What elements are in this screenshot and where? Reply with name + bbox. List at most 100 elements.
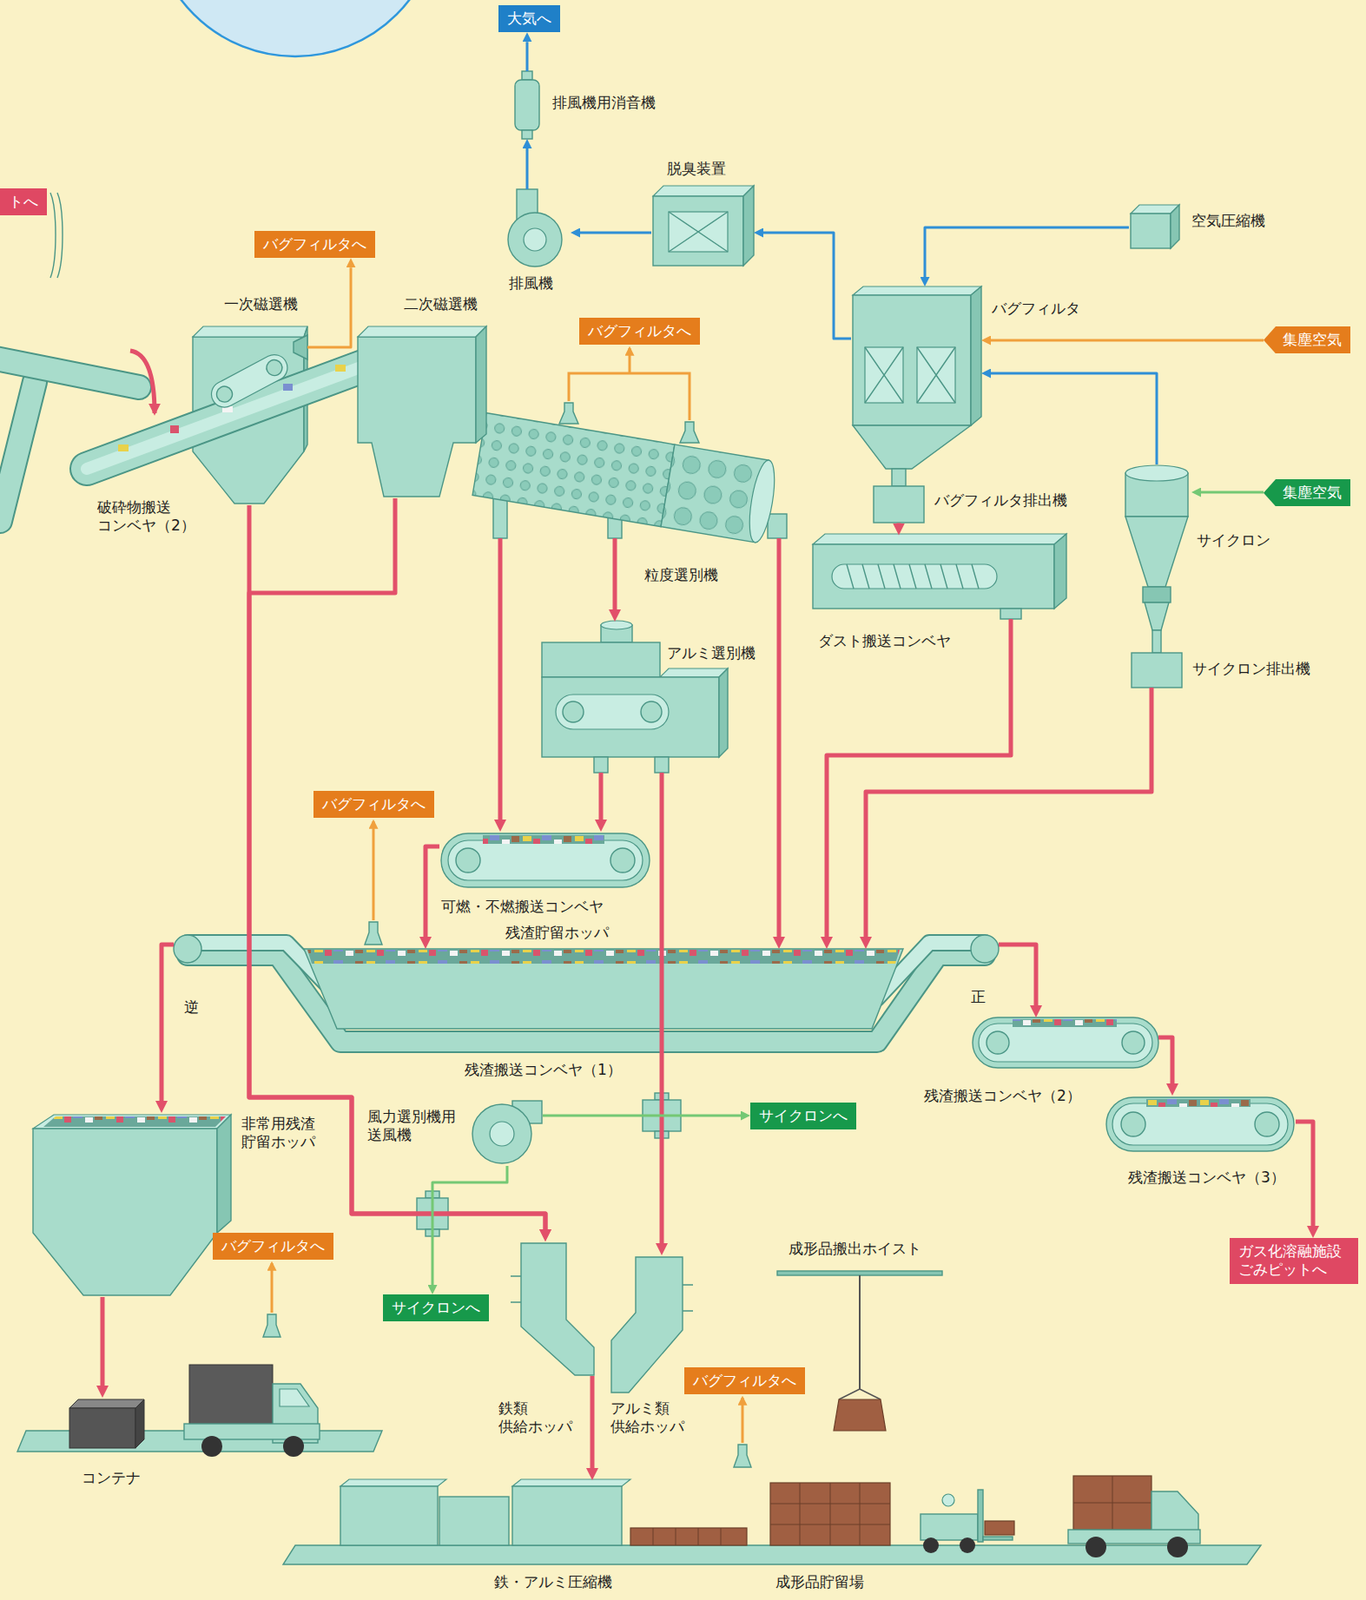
- compaction-line: [1167, 1537, 1188, 1558]
- aluminum-separator-body: [600, 620, 633, 630]
- belt-conveyor-body: [441, 833, 650, 888]
- equipment-label: 破砕物搬送 コンベヤ（2）: [97, 498, 212, 536]
- compaction-line: [283, 1545, 1261, 1565]
- bracket-line: [50, 192, 56, 278]
- dust-hood: [679, 422, 700, 443]
- bag-filter-body: [852, 425, 971, 469]
- belt-conveyor-body: [972, 1017, 1159, 1069]
- silencer-body: [514, 71, 540, 139]
- dust-hood: [568, 373, 690, 421]
- destination-tag: サイクロンへ: [382, 1294, 489, 1322]
- container-yard: [189, 1365, 273, 1428]
- compaction-line: [1085, 1537, 1107, 1558]
- equipment-label: バグフィルタ: [991, 299, 1081, 318]
- hoist-body: [838, 1389, 881, 1400]
- trommel-drum: [472, 413, 779, 545]
- flow-arrow: [542, 1115, 741, 1118]
- cyclone-body: [1131, 653, 1182, 688]
- flow-arrow: [1201, 491, 1264, 495]
- sky-circle: [151, 0, 439, 57]
- destination-tag: ガス化溶融施設 ごみピットへ: [1229, 1238, 1359, 1285]
- feed-hopper-body: [611, 1257, 683, 1393]
- deodorizer-body: [668, 211, 728, 252]
- flow-arrow: [826, 619, 1011, 938]
- cyclone-body: [1142, 587, 1171, 603]
- equipment-label: 非常用残渣 貯留ホッパ: [241, 1115, 332, 1153]
- bag-filter-body: [852, 286, 982, 296]
- bag-filter-body: [864, 347, 904, 403]
- flow-arrow: [580, 231, 652, 235]
- compressor-body: [1130, 213, 1171, 249]
- exhaust-fan: 排風機: [508, 189, 571, 268]
- compaction-line: [283, 1476, 1261, 1565]
- compressor-body: [1130, 204, 1180, 249]
- flow-arrow: [526, 148, 529, 190]
- bag-filter-body: [891, 468, 906, 487]
- feed-hopper-body: [510, 1243, 693, 1393]
- dust-hood: [364, 922, 383, 945]
- container-yard: [201, 1436, 223, 1458]
- discharger: バグフィルタ排出機: [873, 486, 924, 523]
- destination-tag: サイクロンへ: [750, 1102, 857, 1130]
- deodorizer-body: [668, 211, 728, 252]
- compaction-line: [770, 1483, 891, 1546]
- tag-shape: [1263, 326, 1351, 354]
- residue-conveyor-body: [307, 950, 900, 964]
- aluminum-separator: アルミ選別機: [540, 621, 728, 773]
- screw-conveyor-body: [1000, 608, 1022, 620]
- dust-hood: [263, 1263, 281, 1338]
- belt-conveyor-body: [986, 1031, 1010, 1055]
- feed-hopper-body: [510, 1276, 522, 1303]
- compaction-line: [984, 1521, 1015, 1536]
- flow-arrow: [763, 232, 852, 339]
- flow-arrow: [432, 1166, 508, 1286]
- aluminum-separator-body: [555, 694, 669, 730]
- magnetic-separator-body: [357, 326, 487, 337]
- belt-conveyor: 残渣搬送コンベヤ（3）: [1104, 1095, 1296, 1154]
- blower-body: [489, 1121, 515, 1147]
- equipment-label: アルミ類 供給ホッパ: [610, 1399, 694, 1438]
- destination-tag: バグフィルタへ: [313, 791, 435, 819]
- belt-conveyor-body: [455, 848, 481, 873]
- residue-conveyor-body: [303, 949, 904, 1030]
- feed-hopper-body: [682, 1285, 693, 1312]
- direction-label: 逆: [184, 998, 199, 1017]
- compaction-line: [942, 1494, 955, 1507]
- aluminum-separator-body: [659, 668, 728, 678]
- aluminum-separator-body: [654, 757, 669, 773]
- residue-hopper: 残渣貯留ホッパ: [302, 949, 904, 1030]
- crushed-material-conveyor: [335, 364, 346, 372]
- equipment-label: 排風機: [508, 274, 554, 293]
- equipment-label: サイクロン: [1196, 531, 1271, 550]
- equipment-label: 残渣搬送コンベヤ（2）: [923, 1087, 1082, 1106]
- intake-conveyor: [0, 357, 139, 388]
- magnetic-separator-body: [192, 326, 308, 337]
- bracket-line: [57, 192, 63, 278]
- compaction-line: [512, 1486, 622, 1546]
- flow-arrow: [990, 373, 1157, 465]
- container-yard: [283, 1436, 304, 1458]
- flow-arrow: [897, 521, 902, 527]
- fan-body: [508, 189, 562, 267]
- compaction-line: [653, 1528, 721, 1546]
- compressor-body: [1170, 204, 1180, 249]
- equipment-label: バグフィルタ排出機: [934, 491, 1068, 510]
- container-yard: [184, 1424, 320, 1440]
- belt-conveyor-body: [1012, 1019, 1117, 1028]
- bracket-line: [50, 192, 63, 278]
- aluminum-separator-body: [541, 642, 660, 678]
- deodorizer-body: [653, 185, 754, 197]
- trommel-drum: [745, 458, 780, 545]
- dust-hood: [270, 1263, 274, 1314]
- flow-arrow: [1295, 1121, 1314, 1227]
- bag-filter-body: [864, 347, 904, 403]
- destination-tag: トへ: [0, 188, 47, 216]
- belt-conveyor-body: [1106, 1097, 1294, 1152]
- bag-filter: バグフィルタ: [851, 286, 982, 474]
- aluminum-separator-body: [541, 620, 728, 773]
- crushed-material-conveyor: [118, 444, 129, 452]
- compaction-line: [920, 1514, 978, 1541]
